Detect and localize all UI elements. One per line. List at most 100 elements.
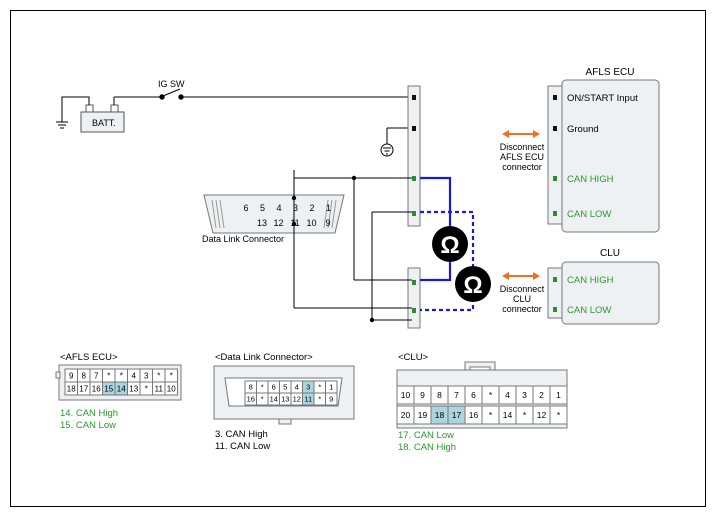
pin-cell [549, 405, 568, 425]
pin-number: 14 [270, 395, 278, 404]
pin-number: 2 [309, 203, 314, 213]
junction-bar-upper [407, 85, 421, 227]
pin-number: 1 [329, 383, 333, 392]
clu-disconnect-line3: connector [502, 304, 542, 314]
pin-cell [325, 392, 338, 406]
dlc-note-1: 3. CAN High [215, 429, 268, 440]
ground-symbol-icon [380, 140, 394, 157]
afls-ground-label: Ground [567, 124, 599, 135]
pin-number: 3 [522, 390, 527, 400]
ig-sw-label: IG SW [158, 79, 185, 89]
pin-number: * [489, 390, 493, 400]
pin-number: 16 [469, 410, 479, 420]
pin-number: * [489, 410, 493, 420]
afls-can-low-label: CAN LOW [567, 209, 611, 220]
battery-label: BATT. [92, 118, 116, 128]
clu-title: CLU [600, 248, 620, 259]
afls-can-high-label: CAN HIGH [567, 174, 614, 185]
pin-number: * [523, 410, 527, 420]
pin-number: 10 [401, 390, 411, 400]
pin-number: * [261, 383, 264, 392]
afls-on-start-label: ON/START Input [567, 93, 638, 104]
pin-number: 14 [503, 410, 513, 420]
pin-number: * [557, 410, 561, 420]
pin-number: 6 [272, 383, 276, 392]
pin-number: 4 [295, 383, 299, 392]
clu-disconnect-line1: Disconnect [500, 284, 545, 294]
clu-note-1: 17. CAN Low [398, 430, 454, 441]
pin-number: 9 [325, 218, 330, 228]
pin-number: * [157, 371, 160, 380]
pin-number: 4 [505, 390, 510, 400]
pin-number: 5 [260, 203, 265, 213]
pin-number: 18 [435, 410, 445, 420]
pin-number: 2 [539, 390, 544, 400]
dlc-note-2: 11. CAN Low [215, 441, 270, 452]
outer-frame [10, 10, 706, 507]
pin-number: 3 [306, 383, 310, 392]
afls-disconnect-line2: AFLS ECU [500, 152, 544, 162]
pin-number: * [318, 383, 321, 392]
double-arrow-icon [502, 130, 540, 138]
pin-number: 17 [452, 410, 462, 420]
afls-note-1: 14. CAN High [60, 408, 118, 419]
pin-number: 9 [69, 371, 74, 380]
pin-number: 19 [418, 410, 428, 420]
pin-number: 1 [326, 203, 331, 213]
afls-note-2: 15. CAN Low [60, 420, 116, 431]
signal-wires [293, 170, 412, 321]
pin-number: 4 [132, 371, 137, 380]
pin-number: 5 [283, 383, 287, 392]
power-circuit [56, 88, 412, 140]
dlc-caption: Data Link Connector [202, 234, 284, 244]
clu-note-2: 18. CAN High [398, 442, 456, 453]
clu-can-low-label: CAN LOW [567, 305, 611, 316]
svg-text:Ω: Ω [463, 272, 482, 299]
pin-number: 7 [454, 390, 459, 400]
afls-disconnect-line1: Disconnect [500, 142, 545, 152]
junction-bar-lower [407, 267, 421, 329]
pin-number: 6 [471, 390, 476, 400]
pin-number: * [318, 395, 321, 404]
pin-number: 10 [167, 384, 176, 393]
pin-number: * [120, 371, 123, 380]
pin-number: 6 [243, 203, 248, 213]
double-arrow-icon [502, 272, 540, 280]
pin-number: 13 [257, 218, 267, 228]
pin-number: 7 [94, 371, 99, 380]
pin-number: 16 [247, 395, 255, 404]
clu-top-pins: 10 9 8 7 6 * 4 3 2 1 [396, 385, 568, 405]
pin-number: 16 [92, 384, 101, 393]
pin-number: 18 [67, 384, 76, 393]
pin-number: 13 [281, 395, 289, 404]
clu-connector-title: <CLU> [398, 352, 429, 363]
pin-number: 9 [329, 395, 333, 404]
pin-number: 17 [79, 384, 88, 393]
dlc-connector-title: <Data Link Connector> [215, 352, 313, 363]
pin-number: * [261, 395, 264, 404]
clu-can-high-label: CAN HIGH [567, 275, 614, 286]
pin-number: 8 [437, 390, 442, 400]
pin-number: * [145, 384, 148, 393]
pin-number: * [170, 371, 173, 380]
pin-number: 11 [304, 395, 312, 404]
pin-number: 9 [420, 390, 425, 400]
pin-number: 11 [155, 384, 164, 393]
pin-number: 8 [249, 383, 253, 392]
pin-number: 3 [144, 371, 149, 380]
pin-number: 1 [556, 390, 561, 400]
afls-connector-title: <AFLS ECU> [60, 352, 118, 363]
pin-number: 15 [104, 384, 113, 393]
pin-number: 10 [306, 218, 316, 228]
